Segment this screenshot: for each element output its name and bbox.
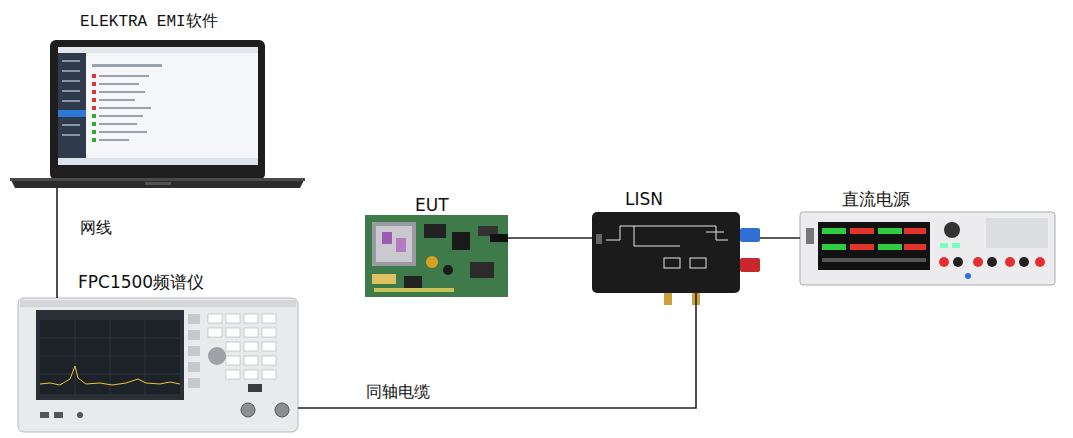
device-node: FPC1500频谱仪: [18, 298, 298, 432]
device-label: EUT: [415, 195, 449, 215]
analyzer-picture: [18, 298, 298, 432]
eut-picture: [365, 215, 508, 297]
cable-line: [56, 188, 58, 298]
device-node: LISN: [592, 212, 760, 293]
device-label: LISN: [625, 189, 663, 209]
device-label: 直流电源: [842, 189, 910, 209]
cable-line: [508, 237, 592, 239]
device-label: FPC1500频谱仪: [78, 272, 204, 292]
cable-line: [760, 237, 800, 239]
laptop-picture: [10, 40, 305, 188]
device-label: ELEKTRA EMI软件: [80, 12, 218, 32]
device-node: ELEKTRA EMI软件: [10, 40, 305, 188]
device-node: 直流电源: [800, 212, 1055, 285]
device-node: EUT: [365, 215, 508, 297]
cable-line: [298, 293, 696, 408]
cable-label: 网线: [78, 218, 114, 238]
lisn-picture: [592, 212, 760, 305]
power-supply-picture: [800, 212, 1055, 285]
cable-label: 同轴电缆: [364, 382, 432, 402]
